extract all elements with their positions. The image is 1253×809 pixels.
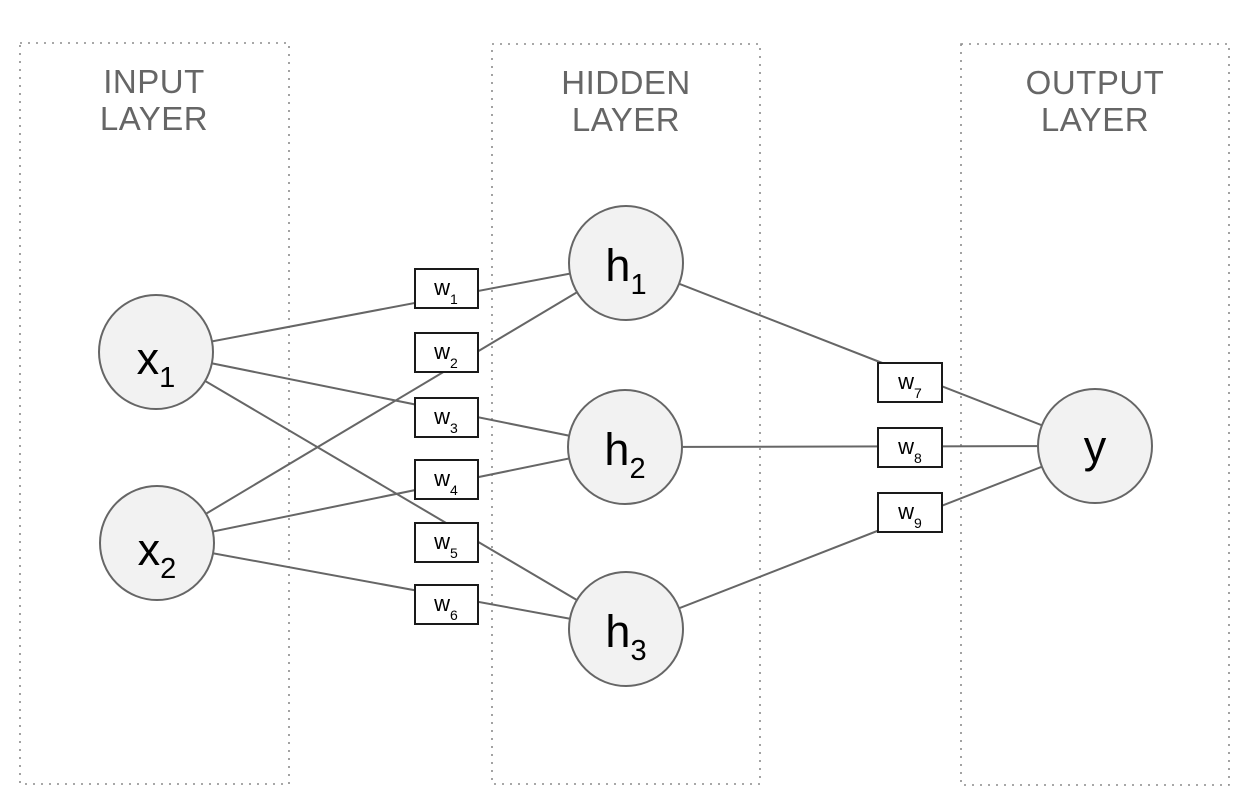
weight-label-w4: w4 (433, 466, 458, 498)
weight-label-w2: w2 (433, 339, 458, 371)
weight-box-w5 (414, 522, 479, 563)
weight-box-w9 (877, 492, 943, 533)
node-label-x2: x2 (138, 524, 177, 585)
node-label-x1: x1 (137, 333, 176, 394)
weight-label-w1: w1 (433, 275, 458, 307)
weight-box-w2 (414, 332, 479, 373)
weight-box-w1 (414, 268, 479, 309)
weight-label-w3: w3 (433, 404, 458, 436)
node-label-h1: h1 (605, 240, 646, 301)
edge-x1-h1 (155, 262, 627, 353)
output-layer-title-line1: OUTPUT (1026, 64, 1165, 101)
edge-x1-h3 (155, 351, 627, 630)
weight-label-w9: w9 (897, 499, 922, 531)
input-layer-title-line1: INPUT (103, 63, 205, 100)
input-layer-title-line2: LAYER (100, 100, 208, 137)
node-h3 (568, 571, 684, 687)
edge-h1-y (625, 262, 1096, 447)
edge-h2-y (624, 445, 1096, 448)
weight-label-w7: w7 (897, 369, 922, 401)
node-h1 (568, 205, 684, 321)
node-y (1037, 388, 1153, 504)
edge-h3-y (625, 445, 1096, 630)
edge-x2-h1 (156, 262, 627, 544)
weight-box-w3 (414, 397, 479, 438)
edge-x2-h3 (156, 542, 627, 630)
weight-label-w5: w5 (433, 529, 458, 561)
node-label-y: y (1084, 421, 1107, 472)
weight-box-w7 (877, 362, 943, 403)
node-x2 (99, 485, 215, 601)
weight-box-w8 (877, 427, 943, 468)
weight-label-w6: w6 (433, 591, 458, 623)
output-layer-title-line2: LAYER (1041, 101, 1149, 138)
input-layer-box (19, 42, 290, 785)
hidden-layer-title-line2: LAYER (572, 101, 680, 138)
node-x1 (98, 294, 214, 410)
edge-x1-h2 (155, 351, 626, 448)
weight-label-w8: w8 (897, 434, 922, 466)
weight-box-w4 (414, 459, 479, 500)
node-label-h3: h3 (605, 606, 646, 667)
node-h2 (567, 389, 683, 505)
weight-box-w6 (414, 584, 479, 625)
edge-x2-h2 (156, 446, 626, 544)
node-label-h2: h2 (604, 424, 645, 485)
hidden-layer-title-line1: HIDDEN (561, 64, 691, 101)
